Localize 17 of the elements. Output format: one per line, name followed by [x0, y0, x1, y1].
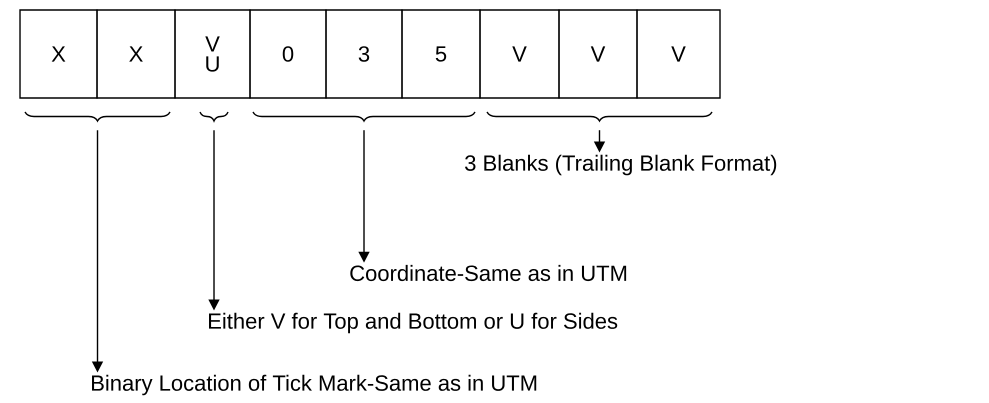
- brace: [24, 112, 171, 122]
- brace: [486, 112, 713, 122]
- character-cell: X: [96, 9, 176, 99]
- brace: [252, 112, 476, 122]
- character-cell: V: [479, 9, 560, 99]
- annotation-text: Binary Location of Tick Mark-Same as in UTM: [92, 374, 536, 396]
- character-cell: X: [19, 9, 98, 99]
- brace: [199, 112, 229, 122]
- character-cell: 5: [401, 9, 481, 99]
- annotation-text: Coordinate-Same as in UTM: [350, 264, 626, 282]
- character-cell: V: [558, 9, 638, 99]
- annotation-text: 3 Blanks (Trailing Blank Format): [465, 154, 776, 176]
- character-cell: V: [636, 9, 721, 99]
- character-cell: 3: [325, 9, 403, 99]
- annotation-text: Either V for Top and Bottom or U for Sides: [209, 312, 618, 334]
- character-cell: V U: [174, 9, 251, 99]
- character-cell: 0: [249, 9, 327, 99]
